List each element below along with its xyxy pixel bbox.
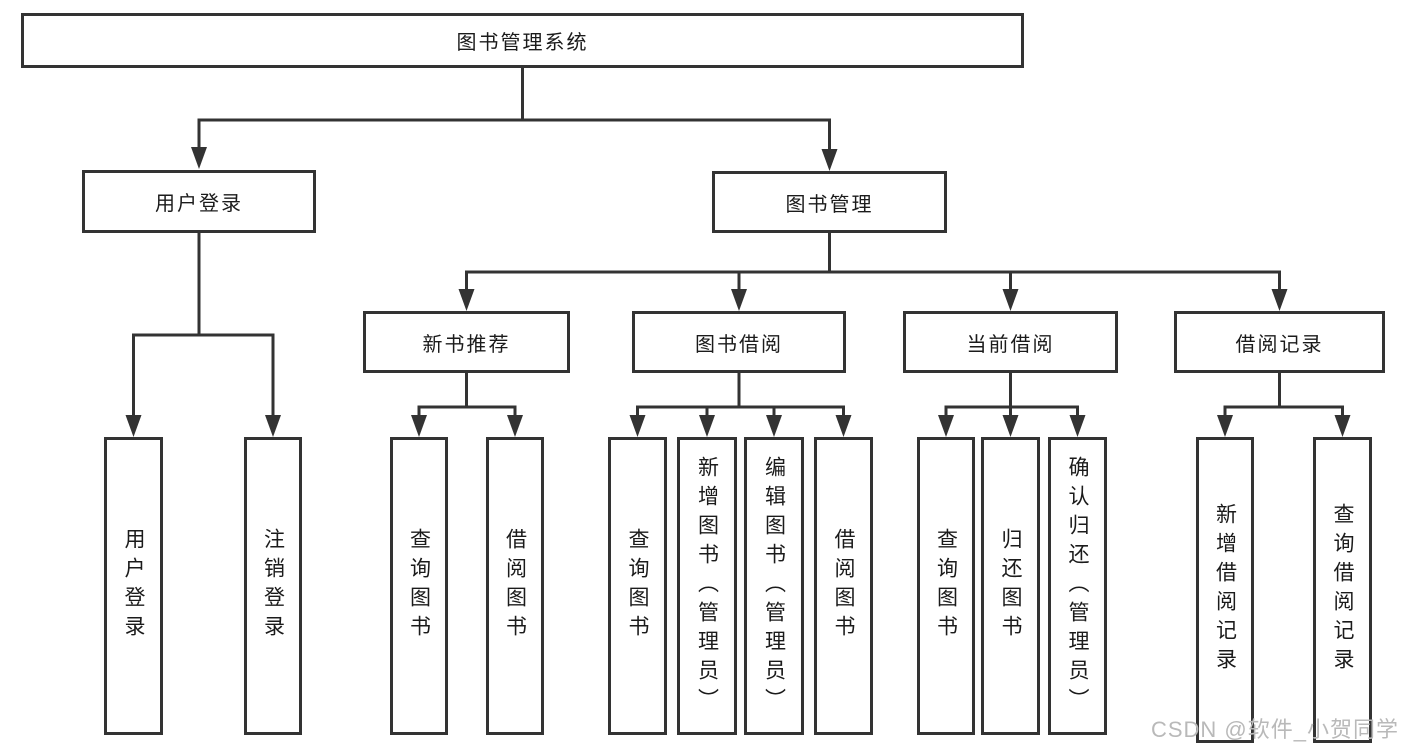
node-user-login: 用户登录 [82,170,316,233]
node-label: 新书推荐 [422,333,511,356]
node-label: 图书管理 [785,193,874,216]
node-label: 确认归还（管理员） [1066,455,1089,717]
node-add-books-admin: 新增图书（管理员） [677,437,737,735]
node-label: 查询图书 [626,528,649,644]
node-borrowing-records: 借阅记录 [1174,311,1385,373]
connector-lines [132,68,1344,416]
node-book-management: 图书管理 [712,171,947,233]
node-add-borrow-record: 新增借阅记录 [1196,437,1254,743]
node-query-borrow-record: 查询借阅记录 [1313,437,1372,743]
node-label: 新增借阅记录 [1213,503,1237,677]
node-label: 用户登录 [122,528,145,644]
node-label: 用户登录 [155,193,243,215]
node-label: 借阅图书 [503,528,527,644]
node-label: 查询借阅记录 [1331,503,1354,677]
node-label: 注销登录 [261,528,285,644]
node-label: 借阅记录 [1235,333,1324,356]
node-logout: 注销登录 [244,437,302,735]
node-label: 当前借阅 [966,333,1055,356]
node-return-books: 归还图书 [981,437,1040,735]
node-current-borrowing: 当前借阅 [903,311,1118,373]
node-root: 图书管理系统 [21,13,1024,68]
node-label: 查询图书 [407,528,431,644]
node-label: 图书借阅 [695,333,783,356]
node-user-login-leaf: 用户登录 [104,437,163,735]
node-label: 图书管理系统 [456,32,589,54]
node-query-books-recommend: 查询图书 [390,437,448,735]
node-query-books-borrow: 查询图书 [608,437,667,735]
node-label: 编辑图书（管理员） [762,455,786,717]
node-borrow-books-leaf: 借阅图书 [814,437,873,735]
node-label: 查询图书 [934,528,958,644]
node-confirm-return-admin: 确认归还（管理员） [1048,437,1107,735]
node-query-books-current: 查询图书 [917,437,975,735]
node-label: 归还图书 [999,528,1022,644]
csdn-watermark: CSDN @软件_小贺同学 [1150,717,1399,742]
node-label: 借阅图书 [832,528,855,644]
node-borrow-books-recommend: 借阅图书 [486,437,544,735]
node-new-book-recommendation: 新书推荐 [363,311,570,373]
node-book-borrowing: 图书借阅 [632,311,846,373]
node-edit-books-admin: 编辑图书（管理员） [744,437,804,735]
node-label: 新增图书（管理员） [695,455,719,717]
